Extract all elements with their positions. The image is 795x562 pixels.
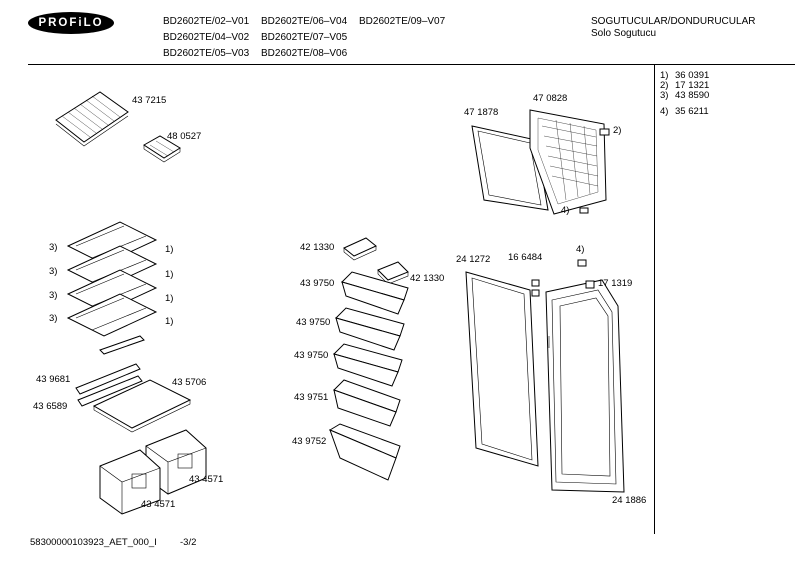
label-door-shelf-5: 43 9752 (292, 436, 327, 447)
label-door-shelf-1: 43 9750 (300, 278, 335, 289)
clip-ref-2 (599, 128, 610, 136)
label-crisper-a: 43 4571 (189, 474, 224, 485)
model-2-2: BD2602TE/07–V05 (261, 32, 348, 43)
door-shelf-4 (333, 379, 401, 427)
wire-shelf-top (55, 91, 129, 147)
glass-shelf-stack (66, 221, 158, 355)
label-glass-shelf-frame: 43 5706 (172, 377, 207, 388)
label-shelf-3-c: 3) (49, 290, 58, 301)
glass-shelf-part (92, 379, 192, 433)
label-door-shelf-4: 43 9751 (294, 392, 329, 403)
category-title: SOGUTUCULAR/DONDURUCULAR (591, 16, 756, 27)
label-shelf-3-a: 3) (49, 242, 58, 253)
legend-key-4: 4) (660, 106, 669, 117)
label-top-shelf: 43 7215 (132, 95, 167, 106)
freezer-door (529, 109, 607, 215)
label-shelf-3-b: 3) (49, 266, 58, 277)
door-shelf-5 (328, 423, 401, 481)
label-shelf-1-d: 1) (165, 316, 174, 327)
model-1-1: BD2602TE/02–V01 (163, 16, 250, 27)
label-shelf-1-c: 1) (165, 293, 174, 304)
crisper-drawer-front (99, 449, 161, 515)
hinge-cover-part (585, 280, 595, 289)
model-3-1: BD2602TE/05–V03 (163, 48, 250, 59)
label-shelf-1-b: 1) (165, 269, 174, 280)
small-box-part (143, 135, 181, 163)
label-rail: 43 9681 (36, 374, 71, 385)
legend-part-2: 17 1321 (675, 80, 710, 91)
header-divider (28, 64, 795, 65)
footer-doc-id: 58300000103923_AET_000_I (30, 537, 157, 548)
rail-part (75, 363, 143, 407)
label-hinge: 16 6484 (508, 252, 543, 263)
subcategory-title: Solo Sogutucu (591, 28, 657, 39)
label-ref-4-bottom: 4) (576, 244, 585, 255)
door-shelf-2 (335, 307, 405, 351)
label-glass-shelf: 43 6589 (33, 401, 68, 412)
label-small-box: 48 0527 (167, 131, 202, 142)
label-shelf-1-a: 1) (165, 244, 174, 255)
clip-ref-4-top (579, 207, 589, 214)
label-door: 24 1886 (612, 495, 647, 506)
label-shelf-3-d: 3) (49, 313, 58, 324)
legend-part-4: 35 6211 (675, 106, 709, 117)
freezer-door-seal (471, 125, 549, 211)
brand-logo: PROFiLO (28, 12, 114, 34)
crisper-drawer-back (145, 429, 207, 495)
hinge-part (531, 279, 540, 287)
legend-part-1: 36 0391 (675, 70, 710, 81)
door-shelf-3 (333, 343, 403, 387)
label-door-seal: 24 1272 (456, 254, 491, 265)
legend-divider (654, 64, 655, 534)
footer-page: -3/2 (180, 537, 197, 548)
label-egg-tray-a: 42 1330 (300, 242, 335, 253)
legend-key-2: 2) (660, 80, 669, 91)
hinge-part-2 (531, 289, 540, 297)
model-1-2: BD2602TE/06–V04 (261, 16, 348, 27)
label-crisper-b: 43 4571 (141, 499, 176, 510)
model-2-1: BD2602TE/04–V02 (163, 32, 250, 43)
main-door (545, 279, 625, 493)
label-freezer-door: 47 0828 (533, 93, 568, 104)
label-hinge-cover: 17 1319 (598, 278, 633, 289)
door-shelf-1 (341, 271, 409, 315)
label-freezer-door-seal: 47 1878 (464, 107, 499, 118)
legend-key-1: 1) (660, 70, 669, 81)
label-ref-4-top: 4) (561, 205, 570, 216)
label-door-shelf-3: 43 9750 (294, 350, 329, 361)
legend-key-3: 3) (660, 90, 669, 101)
main-door-seal (465, 271, 539, 467)
model-1-3: BD2602TE/09–V07 (359, 16, 446, 27)
label-door-shelf-2: 43 9750 (296, 317, 331, 328)
label-ref-2: 2) (613, 125, 622, 136)
clip-ref-4-bottom (577, 259, 587, 267)
egg-tray-a (343, 237, 377, 261)
model-3-2: BD2602TE/08–V06 (261, 48, 348, 59)
legend-part-3: 43 8590 (675, 90, 710, 101)
label-egg-tray-b: 42 1330 (410, 273, 445, 284)
